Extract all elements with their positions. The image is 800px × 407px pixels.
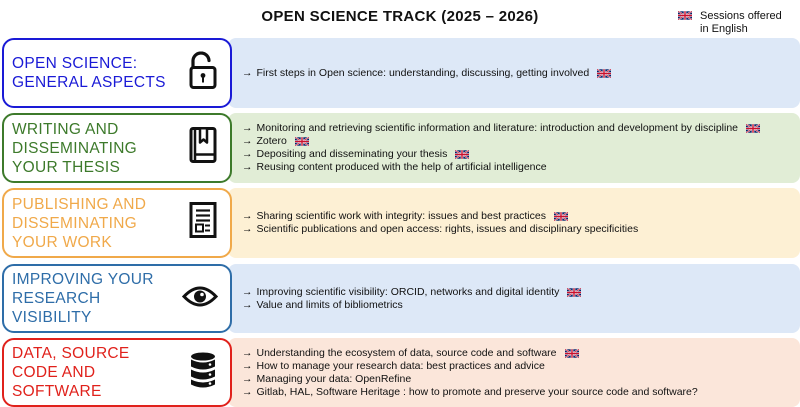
database-icon bbox=[188, 350, 218, 395]
section-items: →Understanding the ecosystem of data, so… bbox=[242, 338, 794, 407]
uk-flag-icon bbox=[564, 348, 579, 358]
list-item[interactable]: →Value and limits of bibliometrics bbox=[242, 298, 403, 311]
section-publishing: Publishing and disseminating your work →… bbox=[0, 188, 800, 258]
list-item[interactable]: →First steps in Open science: understand… bbox=[242, 67, 794, 80]
uk-flag-icon bbox=[553, 211, 569, 222]
list-item[interactable]: →How to manage your research data: best … bbox=[242, 359, 545, 372]
list-item[interactable]: →Sharing scientific work with integrity:… bbox=[242, 210, 794, 223]
section-title: Publishing and disseminating your work bbox=[12, 195, 147, 251]
book-bookmark-icon bbox=[188, 127, 218, 170]
section-panel bbox=[228, 264, 800, 333]
eye-icon bbox=[181, 283, 219, 314]
section-title: Writing and disseminating your thesis bbox=[12, 120, 138, 176]
uk-flag-icon bbox=[745, 123, 761, 134]
section-panel bbox=[228, 188, 800, 258]
list-item[interactable]: →Gitlab, HAL, Software Heritage : how to… bbox=[242, 385, 698, 398]
section-title: Improving your research visibility bbox=[12, 271, 154, 326]
section-panel bbox=[228, 38, 800, 108]
uk-flag-icon bbox=[566, 287, 582, 297]
legend-text: in English bbox=[700, 23, 748, 35]
section-open-science: Open science: general aspects →First ste… bbox=[0, 38, 800, 108]
section-data-code: Data, source code and software →Understa… bbox=[0, 338, 800, 407]
list-item[interactable]: →Understanding the ecosystem of data, so… bbox=[242, 347, 794, 360]
uk-flag-icon bbox=[294, 136, 310, 147]
uk-flag-icon bbox=[454, 149, 470, 160]
section-card[interactable]: Writing and disseminating your thesis bbox=[2, 113, 232, 183]
section-card[interactable]: Improving your research visibility bbox=[2, 264, 232, 333]
uk-flag-icon bbox=[677, 10, 693, 21]
section-panel bbox=[228, 338, 800, 407]
list-item[interactable]: →Scientific publications and open access… bbox=[242, 223, 639, 235]
list-item[interactable]: →Monitoring and retrieving scientific in… bbox=[242, 122, 794, 135]
section-items: →Monitoring and retrieving scientific in… bbox=[242, 113, 794, 183]
list-item[interactable]: →Zotero bbox=[242, 135, 794, 148]
section-visibility: Improving your research visibility →Impr… bbox=[0, 264, 800, 333]
legend-text: Sessions offered bbox=[700, 10, 782, 22]
section-card[interactable]: Data, source code and software bbox=[2, 338, 232, 407]
section-title: Data, source code and software bbox=[12, 345, 130, 400]
document-icon bbox=[188, 202, 218, 245]
page-title: OPEN SCIENCE TRACK (2025 – 2026) bbox=[261, 8, 539, 25]
section-items: →Sharing scientific work with integrity:… bbox=[242, 188, 794, 258]
section-panel bbox=[228, 113, 800, 183]
unlock-icon bbox=[188, 51, 218, 95]
list-item[interactable]: →Managing your data: OpenRefine bbox=[242, 372, 412, 385]
section-card[interactable]: Publishing and disseminating your work bbox=[2, 188, 232, 258]
list-item[interactable]: →Depositing and disseminating your thesi… bbox=[242, 148, 794, 161]
section-card[interactable]: Open science: general aspects bbox=[2, 38, 232, 108]
list-item[interactable]: →Reusing content produced with the help … bbox=[242, 161, 547, 173]
list-item[interactable]: →Improving scientific visibility: ORCID,… bbox=[242, 286, 794, 299]
section-writing-thesis: Writing and disseminating your thesis →M… bbox=[0, 113, 800, 183]
section-items: →Improving scientific visibility: ORCID,… bbox=[242, 264, 794, 333]
section-items: →First steps in Open science: understand… bbox=[242, 38, 794, 108]
section-title: Open science: general aspects bbox=[12, 55, 166, 91]
legend: Sessions offered in English bbox=[677, 10, 796, 36]
uk-flag-icon bbox=[596, 68, 612, 78]
